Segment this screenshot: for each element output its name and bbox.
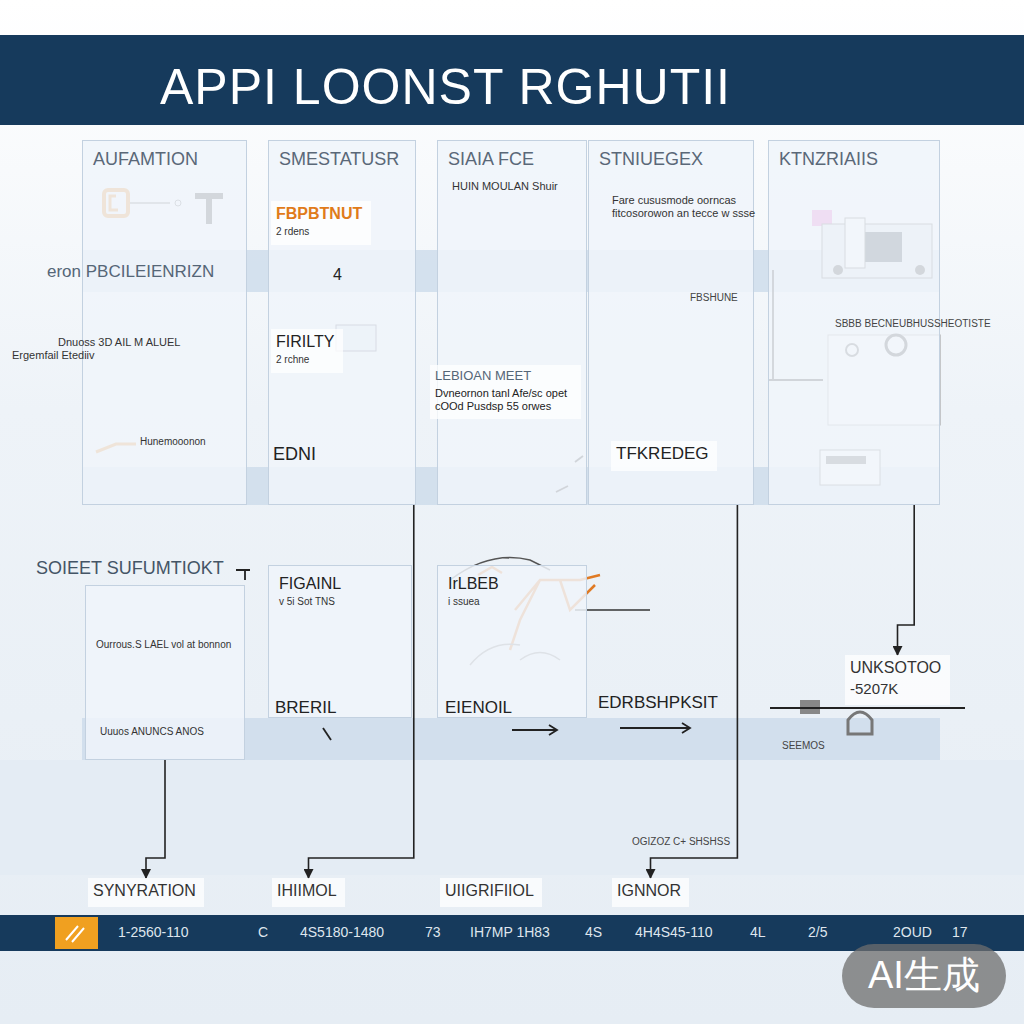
- marker-text: 4: [333, 266, 342, 284]
- item-box: TFKREDEG: [611, 441, 717, 471]
- node-body: 2 rdens: [276, 226, 366, 238]
- note-text: OGIZOZ C+ SHSHSS: [632, 836, 730, 848]
- note-text: Fare cususmode oorncas fitcosorowon an t…: [612, 194, 762, 219]
- output-box: UIIGRIFIIOL: [440, 878, 542, 907]
- footer-icon: [55, 917, 98, 949]
- column-panel: SIAIA FCE LEBIOAN MEET Dvneornon tanl Afe/…: [437, 140, 587, 505]
- section-panel: FIGAINL v 5i Sot TNS: [268, 565, 412, 718]
- node-heading: IrLBEB: [448, 574, 576, 593]
- cell-text: EDRBSHPKSIT: [598, 693, 718, 713]
- footer-value: 2OUD: [893, 924, 932, 940]
- node-body: i ssuea: [448, 596, 576, 608]
- note-text: SEEMOS: [782, 740, 825, 752]
- node-heading: SMESTATUSR: [279, 149, 405, 171]
- connector: [651, 505, 738, 878]
- note-text: SBBB BECNEUBHUSSHEOTISTE: [835, 318, 991, 330]
- note-box: LEBIOAN MEET Dvneornon tanl Afe/sc opet c…: [430, 365, 581, 419]
- node-heading: FBPBTNUT: [276, 204, 366, 223]
- node-heading: TFKREDEG: [616, 444, 712, 464]
- node-heading: SIAIA FCE: [448, 149, 576, 171]
- row-label: eron PBCILEIENRIZN: [47, 262, 214, 282]
- footer-value: 73: [425, 924, 441, 940]
- footer-icon-mark: [66, 926, 84, 942]
- footer-value: 4S: [585, 924, 602, 940]
- footer-value: IH7MP 1H83: [470, 924, 550, 940]
- footer-value: 4S5180-1480: [300, 924, 384, 940]
- node-heading: UIIGRIFIIOL: [445, 881, 537, 900]
- node-heading: IGNNOR: [617, 881, 684, 900]
- cell-text: EDNI: [273, 444, 316, 465]
- node-heading: IHIIMOL: [277, 881, 340, 900]
- note-text: Dnuoss 3D AIL M ALUEL: [58, 336, 181, 349]
- node-heading: SOIEET SUFUMTIOKT: [36, 558, 224, 580]
- value-box: UNKSOTOO -5207K: [845, 655, 950, 705]
- footer-value: 1-2560-110: [118, 924, 189, 940]
- node-heading: AUFAMTION: [93, 149, 236, 171]
- footer-value: 17: [952, 924, 968, 940]
- node-heading: KTNZRIAIIS: [779, 149, 929, 171]
- node-body: 2 rchne: [276, 354, 338, 366]
- node-heading: LEBIOAN MEET: [435, 368, 576, 384]
- node-heading: STNIUEGEX: [599, 149, 743, 171]
- node-body: Dvneornon tanl Afe/sc opet cOOd Pusdsp 5…: [435, 387, 576, 413]
- node-heading: FIRILTY: [276, 332, 338, 351]
- watermark: AI生成: [842, 944, 1006, 1008]
- footer-value: 4L: [750, 924, 766, 940]
- cell-text: BRERIL: [275, 698, 336, 718]
- cell-text: EIENOIL: [445, 698, 512, 718]
- title-text: APPI LOONST RGHUTII: [160, 58, 731, 116]
- item-box: FBPBTNUT 2 rdens: [271, 201, 371, 245]
- item-box: FIRILTY 2 rchne: [271, 329, 343, 373]
- connector: [898, 505, 915, 655]
- note-text: HUIN MOULAN Shuir: [452, 180, 558, 193]
- node-heading: FIGAINL: [279, 574, 401, 593]
- title-bar: [0, 35, 1024, 125]
- node-body: Ourrous.S LAEL vol at bonnon: [96, 639, 234, 651]
- output-box: IHIIMOL: [272, 878, 345, 907]
- note-text: FBSHUNE: [690, 292, 738, 304]
- output-box: SYNYRATION: [88, 878, 204, 907]
- footer-value: 2/5: [808, 924, 827, 940]
- footer-value: C: [258, 924, 268, 940]
- note-text: Uuuos ANUNCS ANOS: [100, 726, 204, 738]
- node-heading: UNKSOTOO: [850, 658, 945, 677]
- note-text: Hunemooonon: [140, 436, 206, 448]
- node-body: v 5i Sot TNS: [279, 596, 401, 608]
- column-panel: AUFAMTION: [82, 140, 247, 505]
- output-box: IGNNOR: [612, 878, 689, 907]
- note-text: Ergemfail Etediiv: [12, 349, 95, 362]
- node-body: -5207K: [850, 680, 945, 698]
- footer-value: 4H4S45-110: [635, 924, 713, 940]
- section-panel: IrLBEB i ssuea: [437, 565, 587, 718]
- node-heading: SYNYRATION: [93, 881, 199, 900]
- connector: [146, 760, 165, 878]
